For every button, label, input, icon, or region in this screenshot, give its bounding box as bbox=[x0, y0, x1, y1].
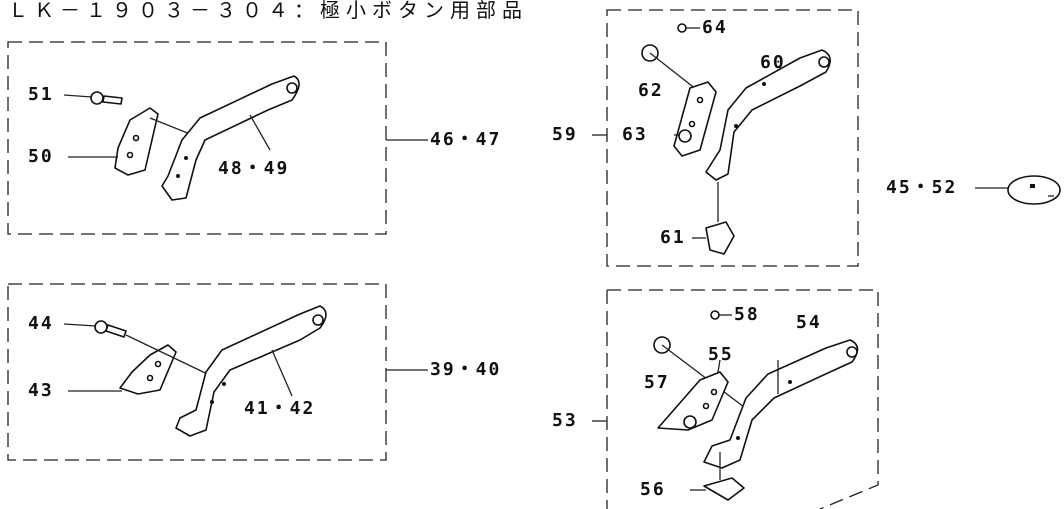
part-label-56: 56 bbox=[640, 479, 666, 500]
group-box-59 bbox=[606, 9, 859, 267]
part-label-60: 60 bbox=[760, 52, 786, 73]
part-label-64: 64 bbox=[702, 17, 728, 38]
group-label-46-47: 46・47 bbox=[430, 129, 502, 150]
part-label-43: 43 bbox=[28, 380, 54, 401]
group-label-59: 59 bbox=[552, 124, 578, 145]
bracket-assembly-3 bbox=[641, 23, 831, 255]
group-label-39-40: 39・40 bbox=[430, 359, 502, 380]
bracket-assembly-2 bbox=[63, 305, 327, 437]
part-label-55: 55 bbox=[708, 344, 734, 365]
part-label-48-49: 48・49 bbox=[218, 158, 290, 179]
part-label-61: 61 bbox=[660, 227, 686, 248]
part-label-51: 51 bbox=[28, 84, 54, 105]
part-label-58: 58 bbox=[734, 304, 760, 325]
diagram-title: ＬＫ－１９０３－３０４：極小ボタン用部品 bbox=[8, 0, 528, 22]
part-label-41-42: 41・42 bbox=[244, 398, 316, 419]
group-label-45-52: 45・52 bbox=[886, 177, 958, 198]
group-box-46-47 bbox=[7, 41, 387, 235]
bracket-assembly-4 bbox=[653, 310, 859, 501]
group-box-39-40 bbox=[7, 283, 387, 461]
part-label-44: 44 bbox=[28, 313, 54, 334]
group-box-53 bbox=[606, 289, 879, 509]
bracket-assembly-1 bbox=[63, 75, 300, 201]
disc-part bbox=[1007, 175, 1061, 205]
part-label-50: 50 bbox=[28, 146, 54, 167]
part-label-62: 62 bbox=[638, 80, 664, 101]
group-label-53: 53 bbox=[552, 410, 578, 431]
part-label-57: 57 bbox=[644, 372, 670, 393]
part-label-54: 54 bbox=[796, 312, 822, 333]
part-label-63: 63 bbox=[622, 124, 648, 145]
